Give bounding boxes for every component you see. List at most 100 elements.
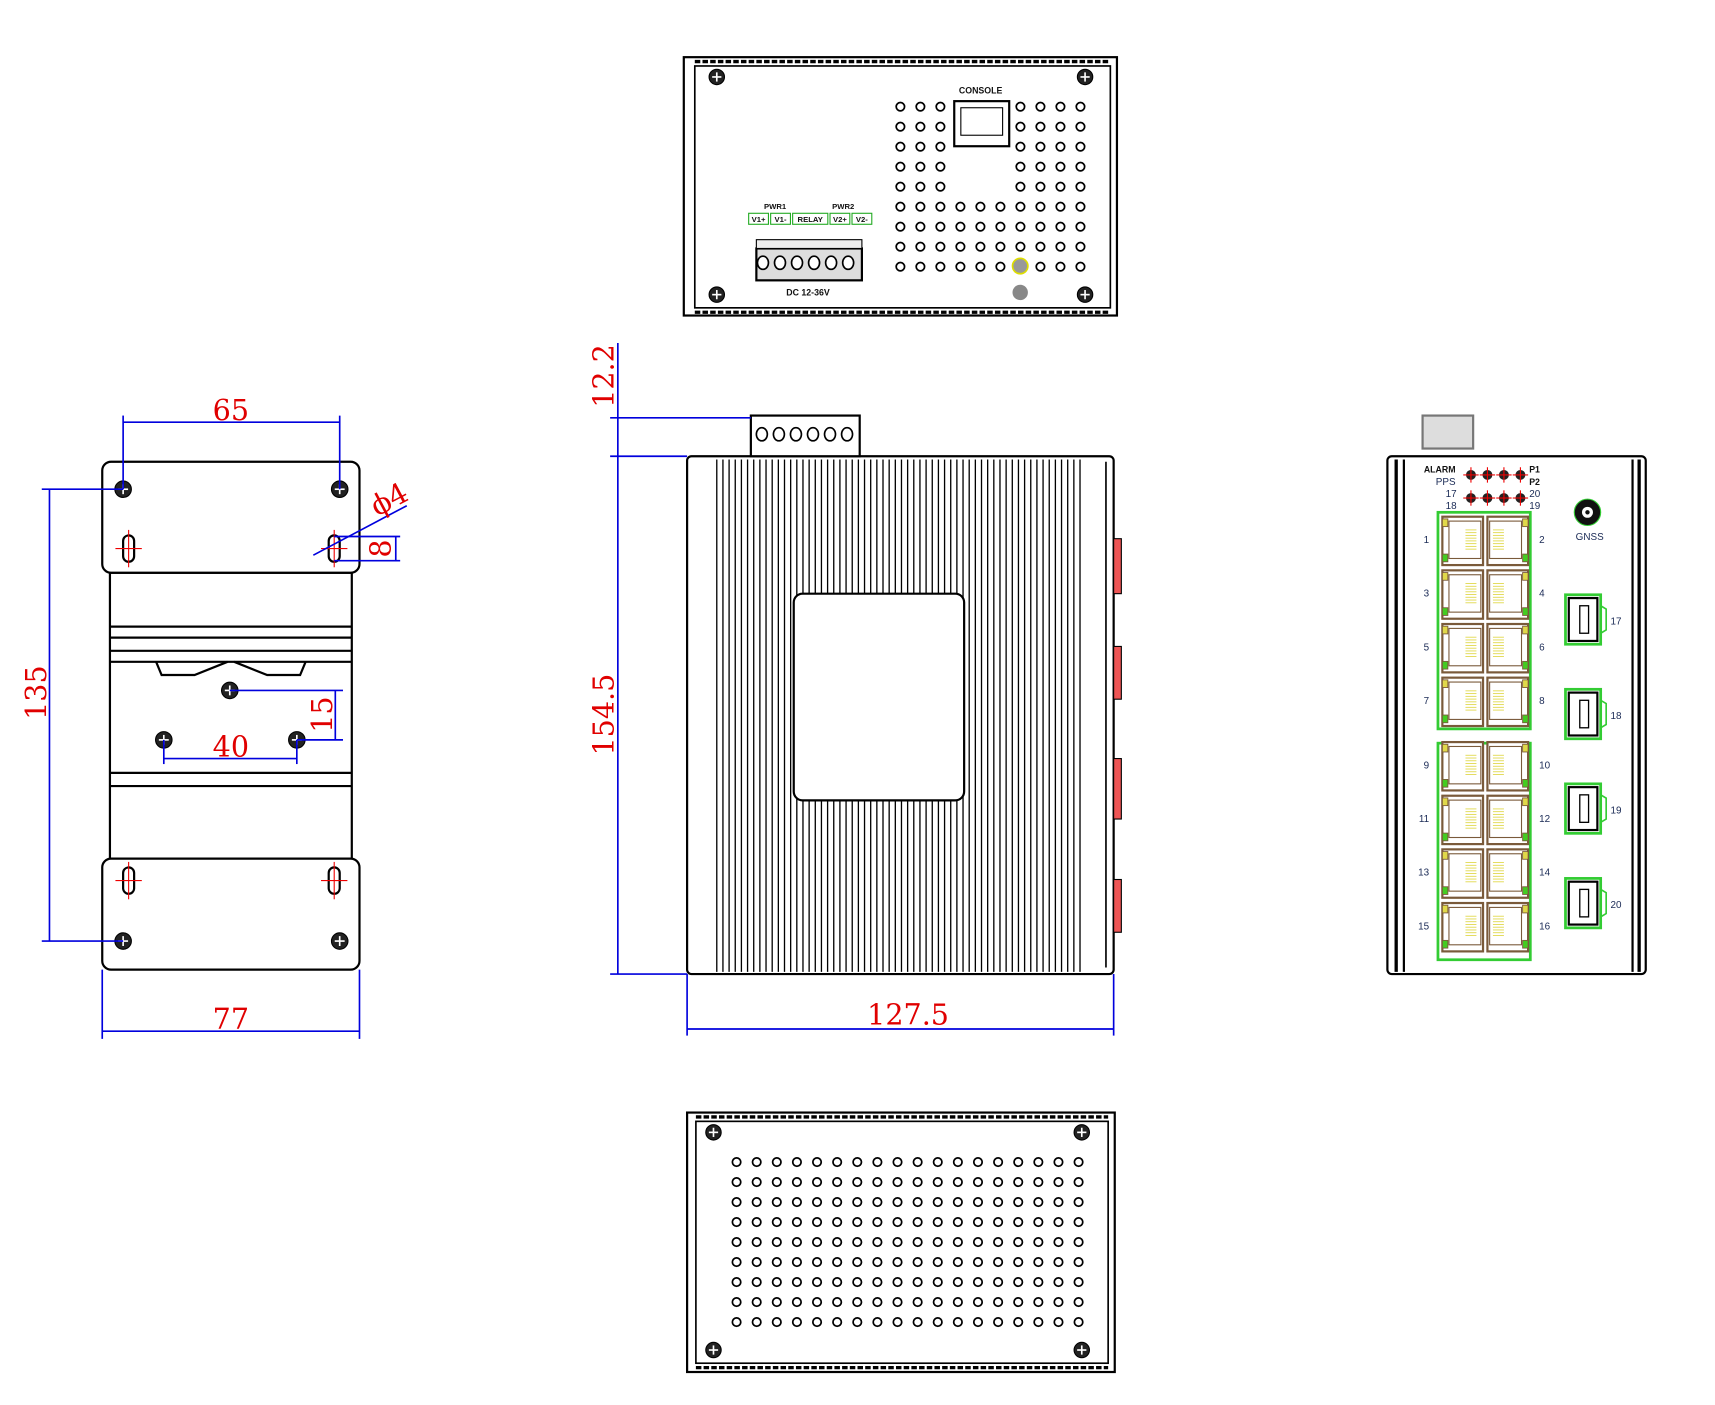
- vent-hole: [1015, 201, 1026, 212]
- vent-hole: [852, 1257, 863, 1268]
- vent-hole: [1035, 141, 1046, 152]
- vent-hole: [1075, 261, 1086, 272]
- alarm-label: ALARM: [1424, 465, 1456, 475]
- vent-hole: [915, 161, 926, 172]
- vent-hole: [832, 1317, 843, 1328]
- vent-hole: [952, 1277, 963, 1288]
- screw-icon: [1073, 1341, 1091, 1359]
- vent-hole: [912, 1277, 923, 1288]
- vent-hole: [975, 261, 986, 272]
- vent-hole: [1075, 241, 1086, 252]
- vent-hole: [771, 1317, 782, 1328]
- port-number: 3: [1424, 589, 1430, 600]
- vent-hole: [915, 181, 926, 192]
- vent-hole: [771, 1297, 782, 1308]
- vent-hole: [751, 1317, 762, 1328]
- vent-hole: [972, 1216, 984, 1228]
- vent-hole: [751, 1196, 762, 1208]
- vent-hole: [1053, 1257, 1064, 1268]
- dim-77: 77: [213, 1002, 249, 1036]
- vent-hole: [993, 1216, 1004, 1228]
- vent-hole: [852, 1277, 863, 1288]
- vent-hole: [975, 241, 986, 252]
- side-view: [686, 414, 1115, 976]
- vent-hole: [915, 241, 926, 252]
- vent-hole: [892, 1237, 903, 1248]
- vent-hole: [791, 1196, 802, 1208]
- vent-hole: [1033, 1257, 1044, 1268]
- vent-hole: [993, 1156, 1004, 1168]
- vent-hole: [912, 1196, 923, 1208]
- terminal-screw-icon: [807, 255, 821, 271]
- vent-hole: [1035, 121, 1046, 132]
- vent-hole: [791, 1317, 802, 1328]
- vent-hole: [993, 1317, 1004, 1328]
- vent-hole: [832, 1257, 843, 1268]
- ground-symbol-icon: [1012, 284, 1028, 301]
- screw-icon: [708, 286, 726, 303]
- vent-hole: [811, 1196, 823, 1208]
- vent-hole: [731, 1216, 742, 1228]
- vent-hole: [832, 1216, 843, 1228]
- vent-hole: [791, 1216, 802, 1228]
- led-18-label: 18: [1446, 501, 1457, 512]
- vent-hole: [791, 1257, 802, 1268]
- status-led: [1512, 467, 1529, 483]
- dim-154-5: 154.5: [586, 674, 620, 756]
- vent-hole: [935, 181, 946, 192]
- vent-hole: [1035, 221, 1046, 232]
- vent-hole: [972, 1237, 984, 1248]
- screw-icon: [1073, 1124, 1091, 1141]
- screw-icon: [705, 1341, 722, 1359]
- vent-hole: [1053, 1216, 1064, 1228]
- sfp-port-20: 20: [1564, 877, 1622, 930]
- dimension-lines-side: [610, 343, 1115, 1036]
- mounting-slot: [321, 861, 348, 900]
- dim-12-2: 12.2: [586, 344, 620, 408]
- vent-hole: [975, 201, 986, 212]
- vent-hole: [932, 1297, 943, 1308]
- vent-hole: [1053, 1317, 1064, 1328]
- vent-hole: [1055, 161, 1066, 172]
- vent-hole: [872, 1156, 883, 1168]
- vent-hole: [811, 1317, 823, 1328]
- vent-hole: [1035, 101, 1046, 112]
- vent-hole: [852, 1196, 863, 1208]
- vent-hole: [912, 1297, 923, 1308]
- side-connector: [1113, 645, 1122, 700]
- vent-hole: [972, 1297, 984, 1308]
- vent-hole: [751, 1277, 762, 1288]
- vent-hole: [952, 1176, 963, 1188]
- vent-hole: [832, 1277, 843, 1288]
- vent-hole: [751, 1216, 762, 1228]
- vent-hole: [912, 1317, 923, 1328]
- vent-hole: [791, 1277, 802, 1288]
- console-label: CONSOLE: [959, 85, 1003, 95]
- screw-icon: [705, 1124, 722, 1141]
- vent-hole: [932, 1257, 943, 1268]
- vent-hole: [993, 1297, 1004, 1308]
- vent-hole: [1053, 1297, 1064, 1308]
- status-led: [1496, 490, 1512, 506]
- terminal-screw-icon: [756, 255, 770, 271]
- vent-hole: [852, 1297, 863, 1308]
- vent-hole: [1075, 101, 1086, 112]
- dim-135: 135: [19, 665, 53, 720]
- vent-hole: [1013, 1216, 1024, 1228]
- p1-label: P1: [1529, 465, 1540, 475]
- port-number: 2: [1539, 535, 1545, 546]
- vent-hole: [751, 1257, 762, 1268]
- port-number: 8: [1539, 696, 1545, 707]
- vent-hole: [832, 1176, 843, 1188]
- pps-label: PPS: [1436, 477, 1456, 488]
- rj45-port-2: 2: [1486, 515, 1545, 567]
- vent-hole: [935, 161, 946, 172]
- vent-hole: [892, 1196, 903, 1208]
- vent-hole: [993, 1257, 1004, 1268]
- terminal-screw-icon: [755, 426, 769, 442]
- vent-hole: [1075, 181, 1086, 192]
- vent-hole: [972, 1176, 984, 1188]
- vent-hole: [972, 1196, 984, 1208]
- ground-screw-icon: [1011, 257, 1029, 275]
- vent-hole: [1033, 1297, 1044, 1308]
